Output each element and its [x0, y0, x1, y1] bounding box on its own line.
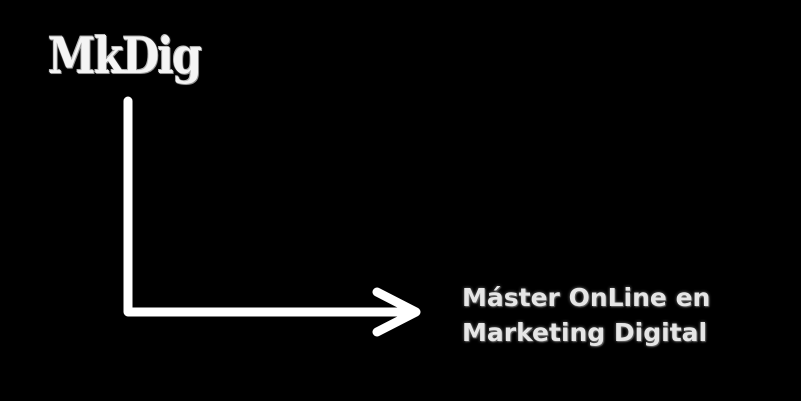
tagline: Máster OnLine en Marketing Digital — [462, 280, 710, 350]
tagline-line-1: Máster OnLine en — [462, 283, 711, 312]
tagline-line-2: Marketing Digital — [462, 318, 708, 347]
logo: MkDig — [48, 26, 202, 85]
